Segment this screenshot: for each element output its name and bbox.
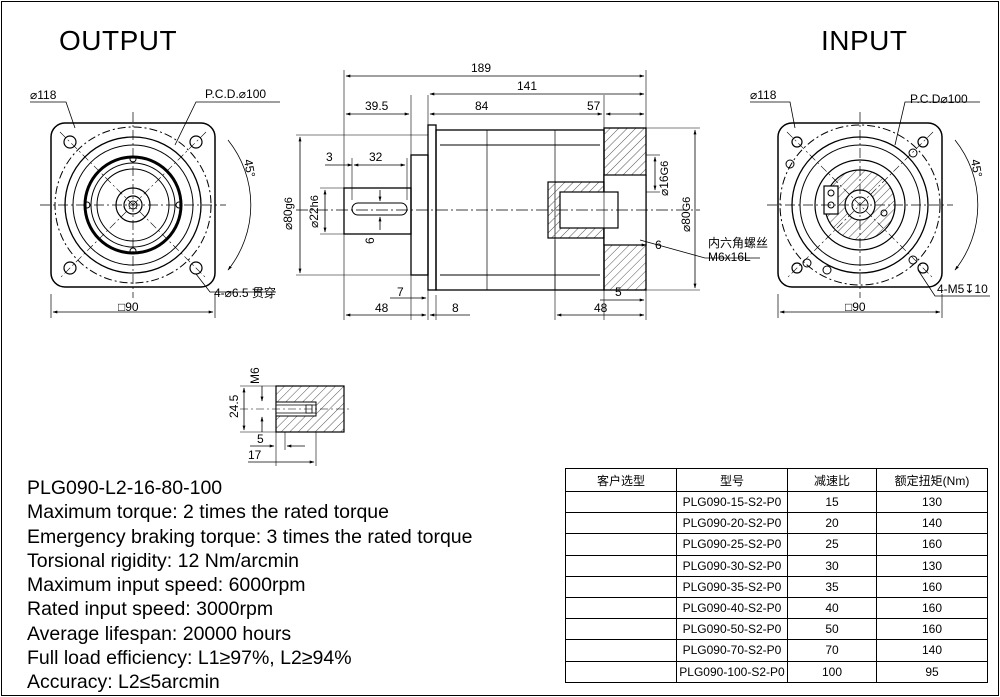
key-length-label: 32 bbox=[369, 150, 383, 164]
output-holes-label: 4-⌀6.5 贯穿 bbox=[214, 285, 276, 300]
spec-max-input-speed: Maximum input speed: 6000rpm bbox=[27, 574, 306, 597]
spec-torsional-rigidity: Torsional rigidity: 12 Nm/arcmin bbox=[27, 549, 300, 572]
col-model: 型号 bbox=[676, 468, 788, 492]
overall-length-label: 189 bbox=[471, 61, 491, 75]
input-section-label: 57 bbox=[587, 99, 601, 113]
side-view-labels: 189 141 39.5 84 57 3 32 ⌀80g6 ⌀22h6 6 ⌀1… bbox=[281, 61, 768, 315]
output-square-label: □90 bbox=[118, 300, 139, 314]
shaft-length-label: 48 bbox=[375, 301, 389, 315]
shaft-dia-label: ⌀22h6 bbox=[307, 195, 321, 228]
mid-length-label: 84 bbox=[475, 99, 489, 113]
tapped-hole-detail bbox=[240, 385, 350, 466]
input-length-label: 48 bbox=[594, 301, 608, 315]
spec-max-torque: Maximum torque: 2 times the rated torque bbox=[27, 501, 389, 524]
input-pcd-label: P.C.D⌀100 bbox=[910, 92, 968, 106]
output-flange-dia-label: ⌀118 bbox=[30, 88, 57, 102]
input-pilot-dia-label: ⌀80G6 bbox=[679, 197, 693, 232]
shaft-section-label: 39.5 bbox=[365, 99, 389, 113]
output-heading: OUTPUT bbox=[59, 25, 178, 56]
input-angle-label: 45° bbox=[968, 158, 985, 178]
pilot-length-label: 8 bbox=[452, 301, 459, 315]
detail-depth2-label: 17 bbox=[248, 448, 262, 462]
col-ratio: 减速比 bbox=[787, 468, 877, 492]
body-length-label: 141 bbox=[517, 79, 537, 93]
input-front-view bbox=[750, 101, 990, 318]
bore-depth-label: 6 bbox=[655, 238, 662, 252]
table-header-row: 客户选型 型号 减速比 额定扭矩(Nm) bbox=[565, 468, 988, 492]
screw-label-size: M6x16L bbox=[708, 250, 751, 264]
pilot-dia-label: ⌀80g6 bbox=[281, 197, 295, 230]
input-tap-label: 4-M5↧10 bbox=[937, 282, 988, 296]
flange-thickness-label: 7 bbox=[397, 285, 404, 299]
spec-lifespan: Average lifespan: 20000 hours bbox=[27, 622, 292, 645]
screw-label-cn: 内六角螺丝 bbox=[708, 236, 768, 250]
detail-labels: M6 24.5 5 17 bbox=[227, 367, 264, 462]
spec-model: PLG090-L2-16-80-100 bbox=[27, 477, 223, 499]
input-square-label: □90 bbox=[845, 300, 866, 314]
side-view bbox=[296, 70, 760, 320]
input-flange-label: 5 bbox=[615, 285, 622, 299]
spec-efficiency: Full load efficiency: L1≥97%, L2≥94% bbox=[27, 647, 352, 670]
spec-list: PLG090-L2-16-80-100 Maximum torque: 2 ti… bbox=[27, 476, 473, 695]
key-offset-label: 3 bbox=[326, 150, 333, 164]
bore-dia-label: ⌀16G6 bbox=[657, 161, 671, 196]
input-heading: INPUT bbox=[821, 25, 908, 56]
spec-emergency-torque: Emergency braking torque: 3 times the ra… bbox=[27, 525, 473, 548]
input-front-labels: ⌀118 P.C.D⌀100 45° 4-M5↧10 □90 bbox=[750, 88, 988, 314]
detail-thread-label: M6 bbox=[248, 367, 262, 384]
input-flange-dia-label: ⌀118 bbox=[750, 88, 777, 102]
output-front-view bbox=[30, 101, 280, 318]
output-angle-label: 45° bbox=[241, 158, 258, 178]
detail-height-label: 24.5 bbox=[227, 394, 241, 418]
key-width-label: 6 bbox=[363, 237, 377, 244]
col-torque: 额定扭矩(Nm) bbox=[876, 468, 988, 492]
col-customer: 客户选型 bbox=[565, 468, 677, 492]
detail-depth1-label: 5 bbox=[257, 432, 264, 446]
spec-rated-input-speed: Rated input speed: 3000rpm bbox=[27, 598, 274, 621]
spec-accuracy: Accuracy: L2≤5arcmin bbox=[27, 671, 220, 694]
output-pcd-label: P.C.D.⌀100 bbox=[205, 87, 266, 101]
output-front-labels: ⌀118 P.C.D.⌀100 45° 4-⌀6.5 贯穿 □90 bbox=[30, 87, 276, 314]
